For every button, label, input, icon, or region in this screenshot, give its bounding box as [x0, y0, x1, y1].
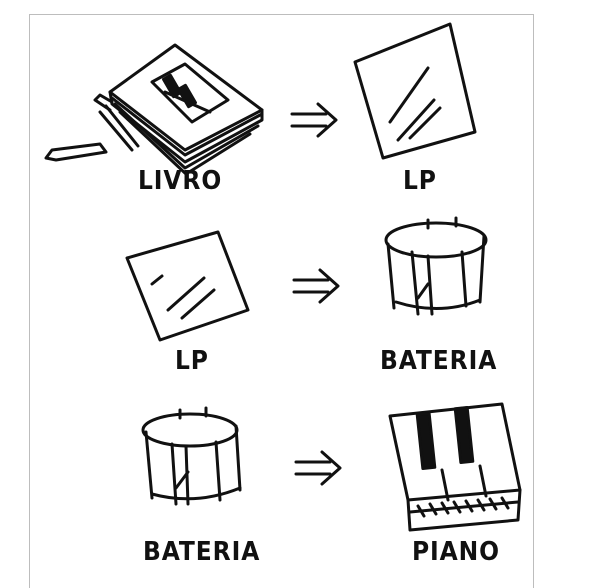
book-icon	[44, 43, 264, 176]
arrow-icon	[294, 450, 342, 486]
arrow-icon	[292, 268, 340, 304]
label-piano: PIANO	[412, 537, 500, 567]
label-livro: LIVRO	[138, 166, 223, 196]
record-sleeve-icon	[125, 230, 250, 342]
drum-icon	[384, 216, 488, 316]
label-lp: LP	[175, 346, 209, 376]
drum-icon	[141, 406, 242, 506]
arrow-icon	[290, 102, 338, 138]
piano-keys-icon	[388, 402, 522, 532]
label-bateria: BATERIA	[380, 346, 498, 376]
record-sleeve-icon	[353, 22, 477, 160]
label-bateria: BATERIA	[143, 537, 261, 567]
label-lp: LP	[403, 166, 437, 196]
